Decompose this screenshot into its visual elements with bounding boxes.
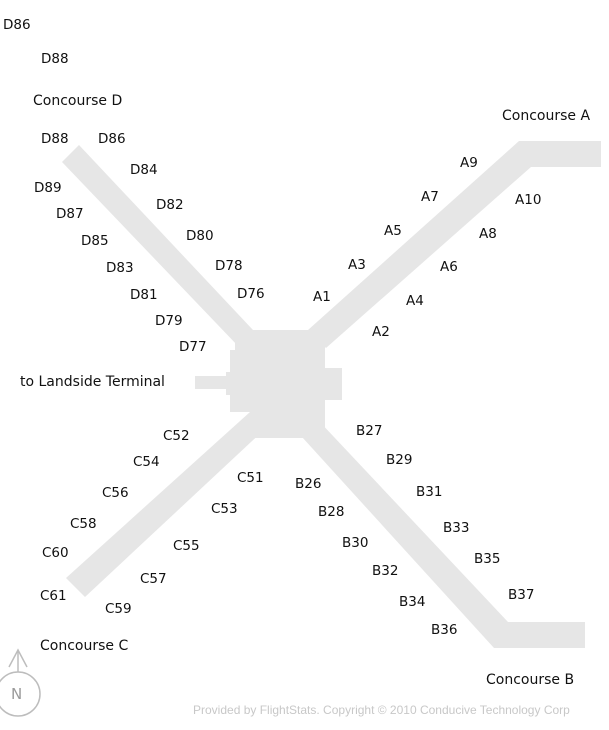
gate-label: A3 [348, 257, 366, 273]
concourse-a-label: Concourse A [502, 108, 591, 124]
gate-label: B37 [508, 587, 535, 603]
gate-label: C52 [163, 428, 190, 444]
gate-label: C59 [105, 601, 132, 617]
gate-label: B35 [474, 551, 501, 567]
gate-label: D84 [130, 162, 158, 178]
gate-label: A7 [421, 189, 439, 205]
gate-label: A4 [406, 293, 424, 309]
gate-label: B32 [372, 563, 399, 579]
concourse-b-label: Concourse B [486, 672, 575, 688]
copyright-notice: Provided by FlightStats. Copyright © 201… [193, 703, 570, 717]
gate-label: A5 [384, 223, 402, 239]
landside-connector [195, 376, 228, 389]
gate-label: C61 [40, 588, 67, 604]
gate-label: D85 [81, 233, 109, 249]
gate-label: A6 [440, 259, 458, 275]
gate-label: D89 [34, 180, 62, 196]
gate-label: B36 [431, 622, 458, 638]
north-arrow-icon [0, 648, 41, 717]
gate-label: D86 [98, 131, 126, 147]
gate-label: B33 [443, 520, 470, 536]
gate-label: D78 [215, 258, 243, 274]
gate-label: B28 [318, 504, 345, 520]
concourse-c-arm [66, 412, 266, 597]
gate-label: D87 [56, 206, 84, 222]
gate-label: D83 [106, 260, 134, 276]
gate-label: B27 [356, 423, 383, 439]
gate-label: C53 [211, 501, 238, 517]
gate-label: A2 [372, 324, 390, 340]
landside-terminal-label: to Landside Terminal [20, 374, 165, 390]
gate-label: C54 [133, 454, 160, 470]
compass-north-label: N [11, 685, 23, 703]
concourse-d-arm [62, 145, 253, 346]
concourse-b-arm [302, 420, 585, 648]
gate-label: D77 [179, 339, 207, 355]
gate-label: D80 [186, 228, 214, 244]
gate-label: A1 [313, 289, 331, 305]
gate-label: A9 [460, 155, 478, 171]
gate-label: B34 [399, 594, 426, 610]
gate-label: B29 [386, 452, 413, 468]
gate-label: D82 [156, 197, 184, 213]
gate-label: C56 [102, 485, 129, 501]
concourse-d-label: Concourse D [33, 93, 123, 109]
concourse-c-label: Concourse C [40, 638, 129, 654]
concourse-a-arm [308, 141, 601, 348]
gate-label: D76 [237, 286, 265, 302]
gate-label: D88 [41, 131, 69, 147]
gate-label: C57 [140, 571, 167, 587]
gate-label: C51 [237, 470, 264, 486]
gate-label: C55 [173, 538, 200, 554]
gate-label: C58 [70, 516, 97, 532]
gate-label: B26 [295, 476, 322, 492]
gate-label: D81 [130, 287, 158, 303]
central-hub [226, 330, 342, 438]
gate-label-d86-top: D86 [3, 17, 31, 33]
gate-label: C60 [42, 545, 69, 561]
gate-label: A10 [515, 192, 542, 208]
gate-label: D79 [155, 313, 183, 329]
gate-label: A8 [479, 226, 497, 242]
gate-label-d88-top: D88 [41, 51, 69, 67]
gate-label: B31 [416, 484, 443, 500]
gate-label: B30 [342, 535, 369, 551]
